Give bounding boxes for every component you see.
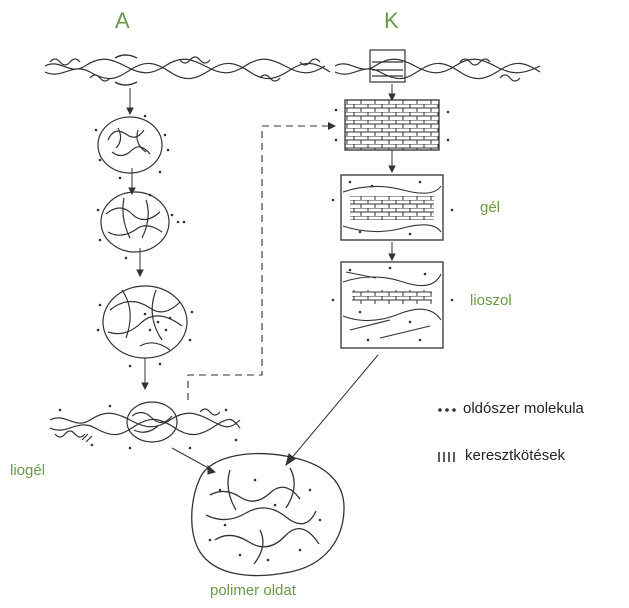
label-K: K — [384, 8, 399, 34]
label-gel: gél — [480, 199, 500, 216]
blob-2 — [101, 192, 169, 252]
box-crystal — [345, 100, 439, 150]
chain-A-top — [45, 55, 330, 85]
chain-A-bottom — [50, 402, 240, 442]
label-lioszol: lioszol — [470, 292, 512, 309]
legend-solvent-symbol — [438, 408, 456, 412]
legend-solvent-text: oldószer molekula — [463, 400, 584, 417]
label-A: A — [115, 8, 130, 34]
chain-K-top — [335, 50, 540, 82]
blob-1 — [98, 117, 162, 173]
blob-3 — [103, 286, 187, 358]
legend-crosslinks-text: keresztkötések — [465, 447, 565, 464]
legend-crosslink-symbol — [439, 452, 454, 462]
dashed-connector — [188, 126, 330, 400]
label-polimer-oldat: polimer oldat — [210, 582, 296, 599]
box-gel — [341, 175, 443, 240]
label-liogel: liogél — [10, 462, 45, 479]
dashed-arrowhead — [328, 122, 336, 130]
box-lioszol — [341, 262, 443, 348]
arrows-to-solution — [172, 355, 378, 474]
